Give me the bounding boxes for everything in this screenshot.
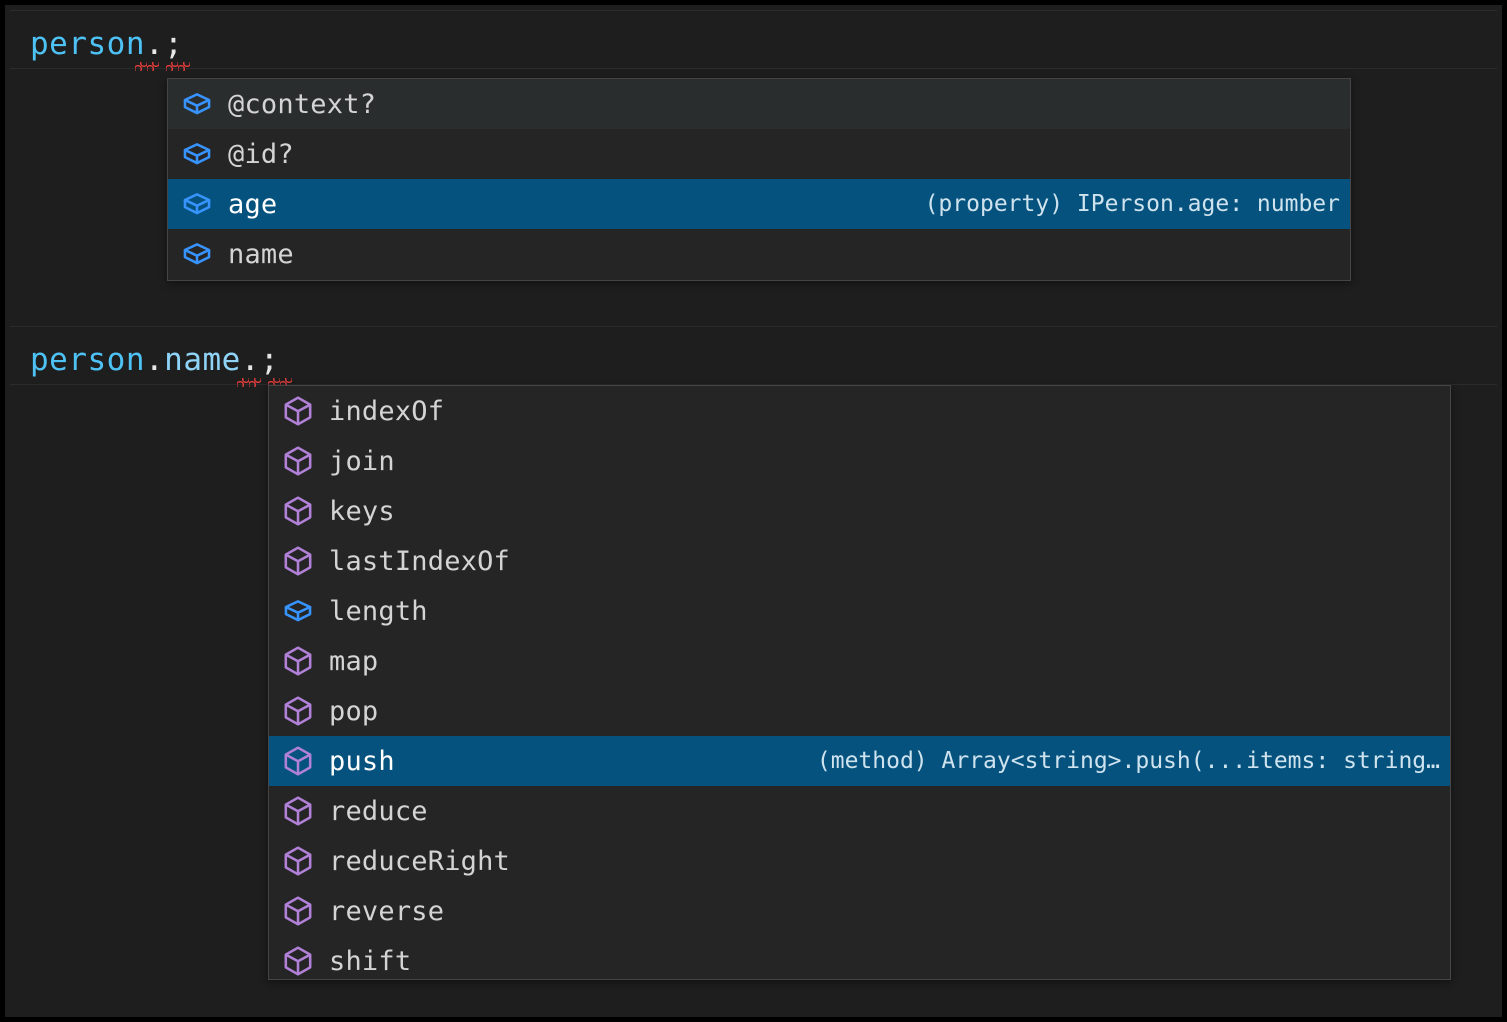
error-squiggle-semi-1 [166, 62, 190, 71]
method-cube-icon [281, 644, 315, 678]
suggest-item-label: lastIndexOf [329, 546, 510, 577]
suggest-item-label: shift [329, 946, 411, 977]
property-cube-icon [180, 87, 214, 121]
suggest-item-indexof[interactable]: indexOf [269, 386, 1450, 436]
code-token-property-2: name [164, 342, 241, 378]
property-cube-icon [180, 187, 214, 221]
suggest-item-id[interactable]: @id? [168, 129, 1350, 179]
suggest-item-label: join [329, 446, 395, 477]
suggest-item-map[interactable]: map [269, 636, 1450, 686]
suggest-item-label: map [329, 646, 378, 677]
suggest-item-push[interactable]: push(method) Array<string>.push(...items… [269, 736, 1450, 786]
method-cube-icon [281, 544, 315, 578]
pane-top-divider [10, 10, 1497, 11]
code-token-variable-0: person [30, 26, 145, 62]
code-token-punct-4: ; [260, 342, 279, 378]
code-token-punct-1: . [145, 26, 164, 62]
pane-bottom-divider [10, 326, 1497, 327]
suggest-item-name[interactable]: name [168, 229, 1350, 279]
suggest-item-label: pop [329, 696, 378, 727]
suggest-item-label: reduce [329, 796, 428, 827]
code-token-punct-3: . [241, 342, 260, 378]
property-cube-icon [281, 594, 315, 628]
method-cube-icon [281, 844, 315, 878]
property-cube-icon [180, 137, 214, 171]
method-cube-icon [281, 744, 315, 778]
method-cube-icon [281, 794, 315, 828]
suggest-item-label: reduceRight [329, 846, 510, 877]
suggest-item-reverse[interactable]: reverse [269, 886, 1450, 936]
code-line-2[interactable]: person.name.; [30, 340, 279, 380]
suggest-item-label: @context? [228, 89, 376, 120]
suggest-item-pop[interactable]: pop [269, 686, 1450, 736]
code-token-variable-0: person [30, 342, 145, 378]
suggest-item-context[interactable]: @context? [168, 79, 1350, 129]
suggest-item-label: length [329, 596, 428, 627]
suggest-item-lastindexof[interactable]: lastIndexOf [269, 536, 1450, 586]
line-1-underline [10, 68, 1497, 69]
suggest-widget-members[interactable]: indexOf join keys lastIndexOf length map pop pu… [268, 385, 1451, 980]
method-cube-icon [281, 494, 315, 528]
suggest-item-label: push [329, 746, 395, 777]
suggest-item-label: reverse [329, 896, 444, 927]
method-cube-icon [281, 894, 315, 928]
suggest-item-label: age [228, 189, 277, 220]
suggest-widget-properties[interactable]: @context? @id? age(property) IPerson.age: … [167, 78, 1351, 281]
method-cube-icon [281, 694, 315, 728]
code-line-1[interactable]: person.; [30, 24, 183, 64]
suggest-item-label: indexOf [329, 396, 444, 427]
suggest-item-age[interactable]: age(property) IPerson.age: number [168, 179, 1350, 229]
suggest-item-length[interactable]: length [269, 586, 1450, 636]
suggest-item-label: name [228, 239, 294, 270]
suggest-item-detail: (property) IPerson.age: number [277, 191, 1340, 217]
suggest-item-detail: (method) Array<string>.push(...items: st… [395, 748, 1440, 774]
suggest-item-join[interactable]: join [269, 436, 1450, 486]
suggest-item-label: keys [329, 496, 395, 527]
code-token-punct-2: ; [164, 26, 183, 62]
method-cube-icon [281, 944, 315, 978]
suggest-item-label: @id? [228, 139, 294, 170]
error-squiggle-dot-1 [135, 62, 159, 71]
property-cube-icon [180, 237, 214, 271]
error-squiggle-dot-2 [237, 378, 261, 387]
method-cube-icon [281, 394, 315, 428]
suggest-item-reduceright[interactable]: reduceRight [269, 836, 1450, 886]
suggest-item-reduce[interactable]: reduce [269, 786, 1450, 836]
suggest-item-keys[interactable]: keys [269, 486, 1450, 536]
method-cube-icon [281, 444, 315, 478]
suggest-item-shift[interactable]: shift [269, 936, 1450, 980]
code-token-punct-1: . [145, 342, 164, 378]
